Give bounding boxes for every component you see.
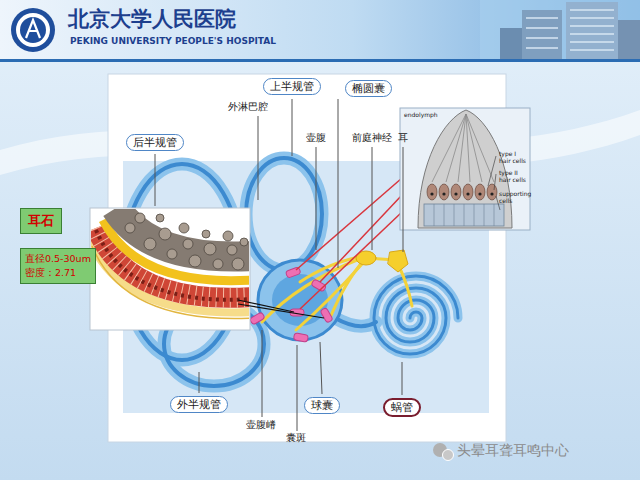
hospital-name-english: PEKING UNIVERSITY PEOPLE'S HOSPITAL (70, 36, 276, 47)
box-text: 密度：2.71 (25, 266, 91, 280)
box-text: 后半规管 (133, 136, 177, 149)
watermark: 头晕耳聋耳鸣中心 (457, 442, 569, 459)
hospital-logo (11, 8, 55, 52)
structure-label-box: 外半规管 (170, 396, 228, 413)
otolith-pointer-lines (238, 300, 324, 318)
inset-label: type I hair cells (499, 150, 529, 164)
structure-label-box: 蜗管 (383, 398, 421, 417)
structure-label: 壶腹 (306, 132, 326, 144)
hospital-name: 北京大学人民医院 (68, 6, 236, 31)
otolith-inset (90, 208, 254, 330)
structure-label: 壶腹嵴 (246, 419, 276, 431)
structure-label: 外淋巴腔 (228, 101, 268, 113)
structure-label: 耳 (398, 132, 408, 144)
otolith-data-box: 直径0.5-30um密度：2.71 (20, 248, 96, 284)
structure-label: 囊斑 (286, 432, 306, 444)
inset-label: supporting cells (499, 190, 529, 204)
hospital-buildings (480, 0, 640, 60)
box-text: 蜗管 (391, 401, 413, 414)
leader-lines (155, 99, 403, 431)
header-band (0, 0, 640, 60)
structure-label: 前庭神经 (352, 132, 392, 144)
box-text: 球囊 (311, 399, 333, 412)
structure-label-box: 后半规管 (126, 134, 184, 151)
header-rule (0, 59, 640, 62)
structure-label-box: 球囊 (304, 397, 340, 414)
inset-label: endolymph (404, 111, 438, 118)
inset-label: type II hair cells (499, 169, 529, 183)
box-text: 上半规管 (270, 80, 314, 93)
box-text: 耳石 (28, 213, 54, 229)
box-text: 椭圆囊 (352, 82, 385, 95)
vestibular-nerve (262, 250, 412, 330)
box-text: 外半规管 (177, 398, 221, 411)
otolith-title-box: 耳石 (20, 208, 62, 234)
structure-label-box: 椭圆囊 (345, 80, 392, 97)
crista-inset (400, 108, 530, 230)
wechat-icon (433, 443, 454, 461)
pointer-lines (296, 178, 402, 309)
box-text: 直径0.5-30um (25, 252, 91, 266)
structure-label-box: 上半规管 (263, 78, 321, 95)
